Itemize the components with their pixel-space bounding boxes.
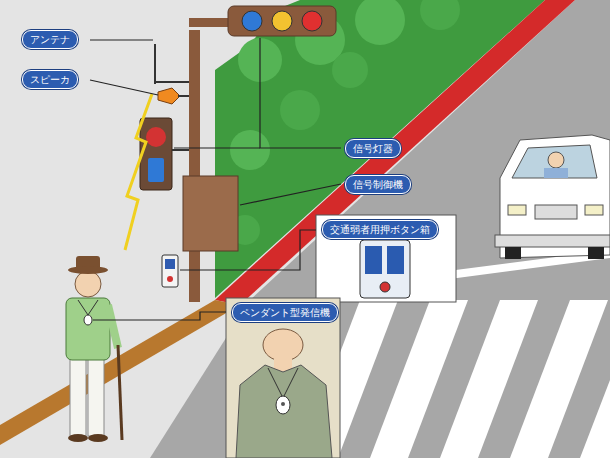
- antenna-bracket: [155, 81, 189, 83]
- car-windshield: [512, 145, 597, 178]
- push-button-panel: [165, 259, 175, 269]
- head: [75, 271, 101, 297]
- road: [150, 0, 610, 458]
- car: [495, 135, 610, 259]
- pendant-inset: [226, 298, 340, 458]
- callout-label: 信号制御機: [345, 175, 411, 194]
- leader-line: [240, 184, 341, 205]
- driver-head: [548, 152, 564, 168]
- tree-leaf: [420, 0, 460, 30]
- label-text: 交通弱者用押ボタン箱: [330, 224, 430, 235]
- leader-line: [180, 230, 316, 270]
- button: [380, 282, 390, 292]
- arm: [108, 305, 118, 348]
- antenna: [154, 44, 156, 84]
- callout-label: スピーカ: [22, 70, 78, 89]
- button-panel: [387, 246, 404, 274]
- pendant: [276, 396, 290, 414]
- button-panel: [365, 246, 382, 274]
- neck: [274, 355, 292, 371]
- pedestrian-red: [146, 127, 166, 147]
- push-button-box: [162, 255, 178, 287]
- signal-pole: [140, 6, 336, 302]
- shirt: [66, 298, 110, 360]
- pendant: [84, 315, 92, 325]
- tree-leaf: [280, 90, 320, 130]
- leader-line: [260, 38, 341, 148]
- pedestrian-signal: [140, 118, 172, 190]
- speaker-bracket: [178, 95, 189, 97]
- callout-label: 交通弱者用押ボタン箱: [322, 220, 438, 239]
- callout-label: ペンダント型発信機: [232, 303, 338, 322]
- signal-bracket: [172, 149, 189, 151]
- label-text: 信号灯器: [353, 143, 393, 154]
- pole-arm: [189, 18, 234, 27]
- inset-frame: [316, 215, 456, 302]
- car-bumper: [495, 235, 610, 247]
- speaker: [158, 88, 180, 104]
- driver-body: [544, 168, 568, 178]
- car-grille: [535, 205, 577, 219]
- leader-line: [174, 147, 260, 148]
- tree-leaf: [230, 130, 270, 170]
- button-box: [360, 240, 410, 298]
- push-button-inset: [316, 215, 456, 302]
- car-wheel: [588, 247, 604, 259]
- inset-frame: [226, 298, 340, 458]
- label-text: ペンダント型発信機: [240, 307, 330, 318]
- red-lamp: [302, 11, 322, 31]
- pedestrian-blue: [148, 158, 164, 182]
- old-man: [66, 256, 122, 442]
- leader-line: [90, 80, 158, 95]
- shoe: [68, 434, 88, 442]
- tactile-strip: [0, 300, 240, 445]
- controller-box: [183, 176, 238, 251]
- hat-brim: [68, 266, 108, 274]
- pendant-string: [78, 300, 98, 315]
- push-button: [167, 276, 173, 282]
- label-text: アンテナ: [30, 34, 70, 45]
- tree-leaf: [355, 0, 405, 45]
- label-text: 信号制御機: [353, 179, 403, 190]
- label-text: スピーカ: [30, 74, 70, 85]
- pole: [189, 30, 200, 302]
- pendant-string: [268, 368, 298, 398]
- shirt: [236, 365, 332, 458]
- leader-line: [90, 39, 153, 40]
- yellow-lamp: [272, 11, 292, 31]
- shoe: [88, 434, 108, 442]
- cane: [118, 345, 122, 440]
- signal-head: [228, 6, 336, 36]
- leader-line: [93, 312, 226, 320]
- pendant-button: [281, 402, 285, 406]
- leg: [70, 358, 86, 436]
- crosswalk-stripe: [580, 380, 610, 458]
- leader-lines: [90, 38, 341, 320]
- car-headlight: [508, 205, 526, 215]
- radio-signal: [125, 94, 152, 250]
- car-headlight: [585, 205, 603, 215]
- callout-label: アンテナ: [22, 30, 78, 49]
- callout-label: 信号灯器: [345, 139, 401, 158]
- leg: [88, 358, 104, 436]
- tree-leaf: [332, 52, 368, 88]
- car-wheel: [505, 247, 521, 259]
- blue-lamp: [242, 11, 262, 31]
